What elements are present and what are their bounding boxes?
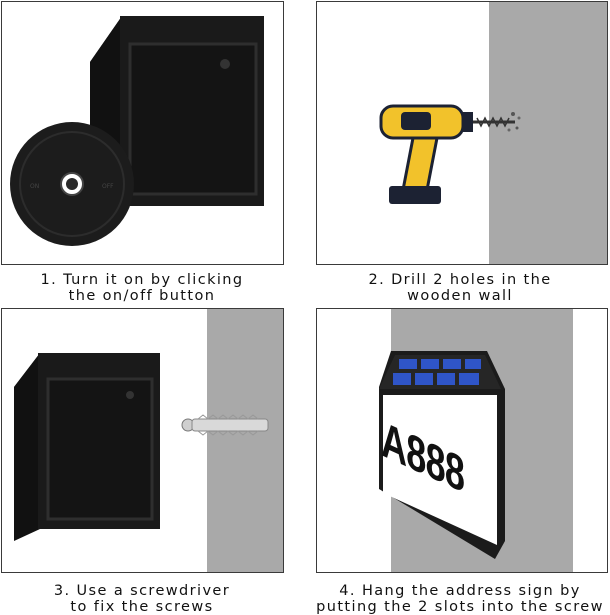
step-4-caption: 4. Hang the address sign by putting the … [300, 583, 610, 615]
sign-back-illustration: ON OFF [10, 16, 264, 246]
solar-panel [393, 359, 481, 385]
step-1-caption: 1. Turn it on by clicking the on/off but… [0, 272, 284, 304]
wall [489, 2, 607, 264]
step-2-caption: 2. Drill 2 holes in the wooden wall [310, 272, 610, 304]
svg-text:OFF: OFF [102, 183, 114, 190]
drill-illustration [379, 2, 607, 264]
caption-line: the on/off button [68, 288, 216, 304]
wall [207, 309, 283, 572]
step-1-panel: ON OFF [1, 1, 284, 265]
caption-line: 4. Hang the address sign by [339, 583, 581, 599]
caption-line: putting the 2 slots into the screw [316, 599, 604, 615]
caption-line: 3. Use a screwdriver [53, 583, 231, 599]
step-4-panel: A888 [316, 308, 608, 573]
step-3-caption: 3. Use a screwdriver to fix the screws [0, 583, 284, 615]
step-3-panel [1, 308, 284, 573]
address-sign-illustration: A888 [379, 309, 573, 572]
caption-line: 2. Drill 2 holes in the [368, 272, 552, 288]
address-number: A888 [381, 410, 465, 499]
svg-text:ON: ON [30, 183, 39, 190]
caption-line: 1. Turn it on by clicking [40, 272, 244, 288]
step-2-panel [316, 1, 608, 265]
caption-line: to fix the screws [70, 599, 214, 615]
caption-line: wooden wall [407, 288, 513, 304]
screw-illustration [14, 309, 283, 572]
